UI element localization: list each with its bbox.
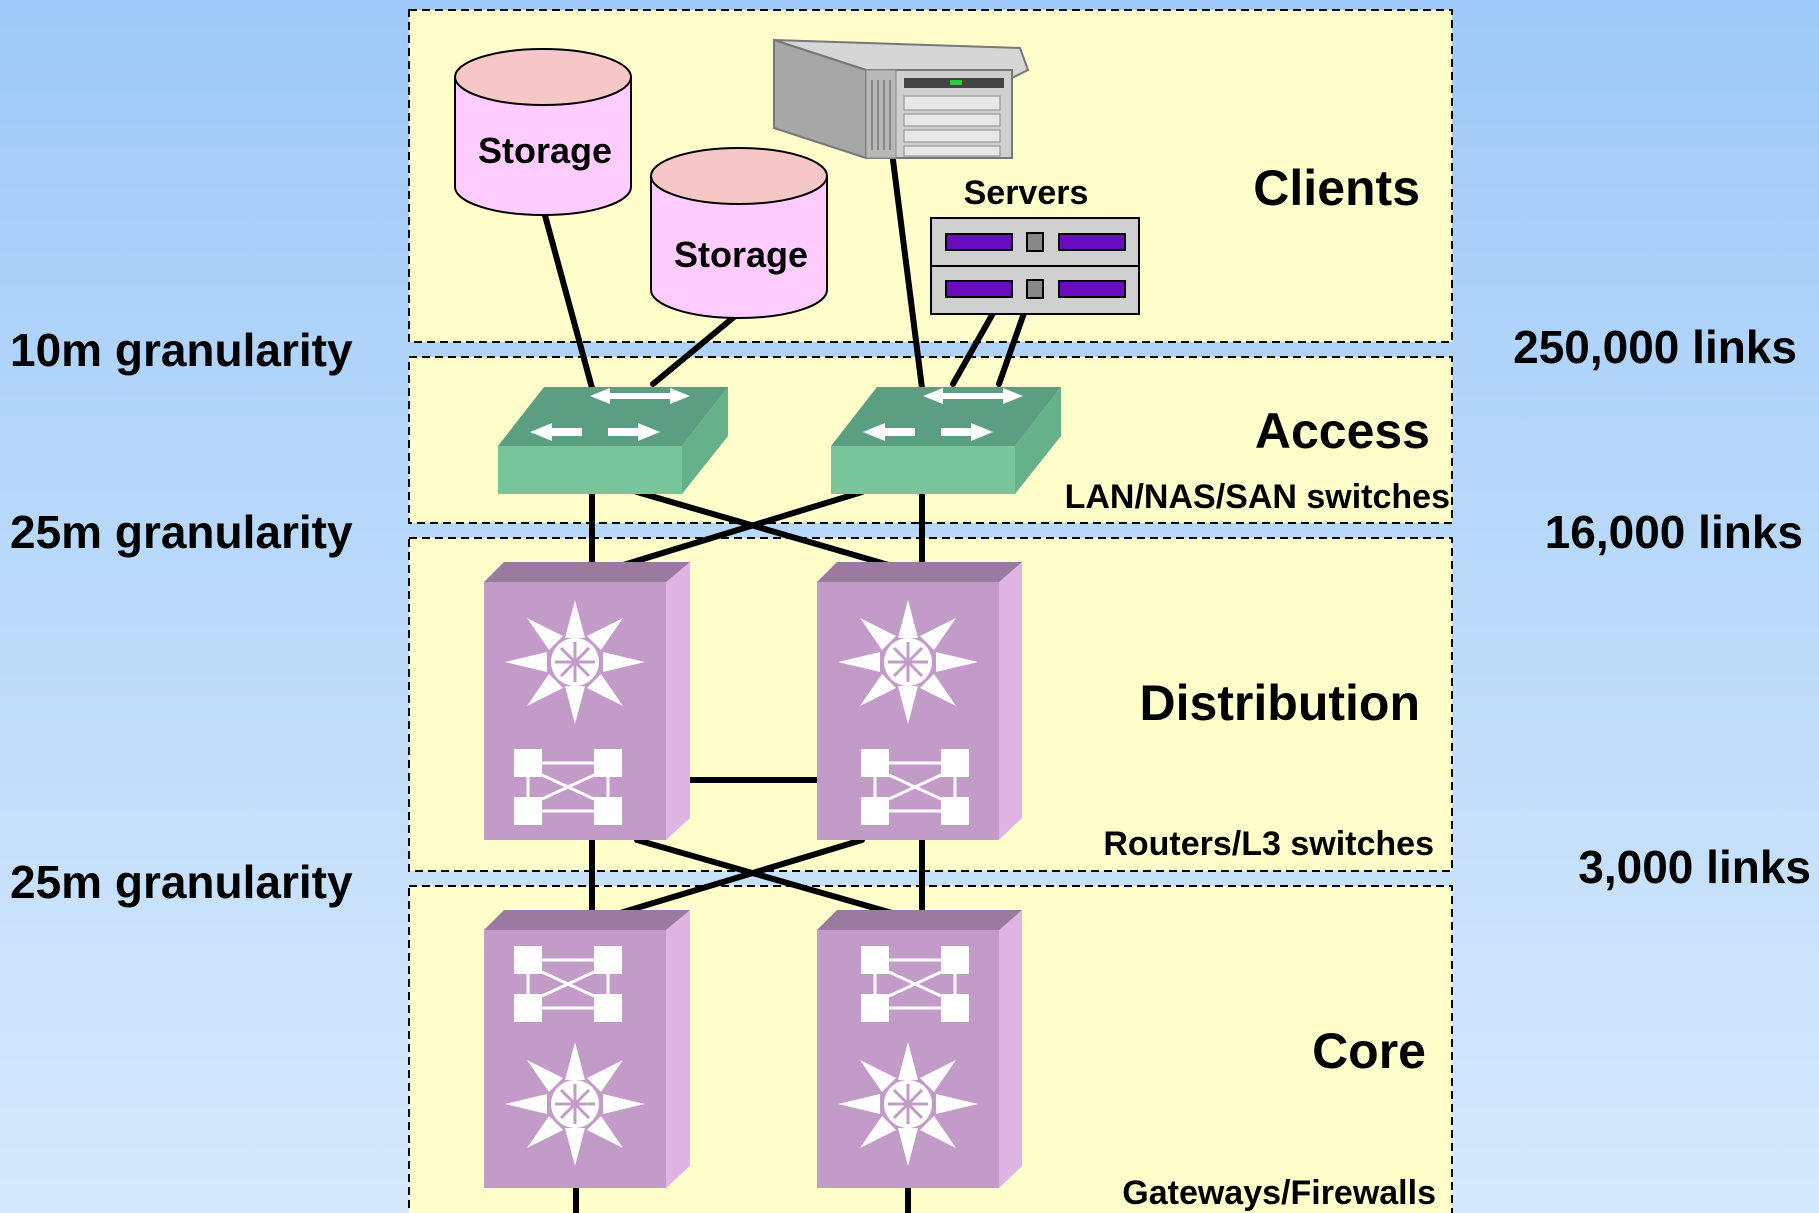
distribution-router-2 bbox=[817, 562, 1022, 840]
servers-rack-icon bbox=[930, 217, 1140, 315]
tier-access-title: Access bbox=[1255, 403, 1430, 459]
storage-label-1: Storage bbox=[478, 130, 612, 171]
links-label-2: 16,000 links bbox=[1544, 506, 1803, 558]
distribution-router-1 bbox=[484, 562, 690, 840]
access-switch-1 bbox=[498, 387, 728, 494]
granularity-label-2: 25m granularity bbox=[10, 506, 353, 558]
tier-access-subtitle: LAN/NAS/SAN switches bbox=[1065, 478, 1450, 516]
storage-cylinder-1: Storage bbox=[454, 48, 632, 216]
tier-distribution-subtitle: Routers/L3 switches bbox=[1103, 825, 1434, 863]
links-label-3: 3,000 links bbox=[1578, 841, 1811, 893]
links-label-1: 250,000 links bbox=[1513, 321, 1797, 373]
core-router-1 bbox=[484, 910, 690, 1188]
tier-clients-title: Clients bbox=[1253, 160, 1420, 216]
connection-lines bbox=[540, 157, 1033, 1213]
access-switch-2 bbox=[831, 387, 1061, 494]
granularity-label-1: 10m granularity bbox=[10, 324, 353, 376]
storage-cylinder-2: Storage bbox=[650, 147, 828, 319]
tier-core-title: Core bbox=[1312, 1023, 1426, 1079]
servers-label: Servers bbox=[964, 174, 1089, 212]
storage-label-2: Storage bbox=[674, 234, 808, 275]
tier-distribution-title: Distribution bbox=[1139, 675, 1420, 731]
server-tower-icon bbox=[773, 38, 1030, 160]
granularity-label-3: 25m granularity bbox=[10, 856, 353, 908]
core-router-2 bbox=[817, 910, 1022, 1188]
tier-core-subtitle: Gateways/Firewalls bbox=[1122, 1174, 1436, 1212]
